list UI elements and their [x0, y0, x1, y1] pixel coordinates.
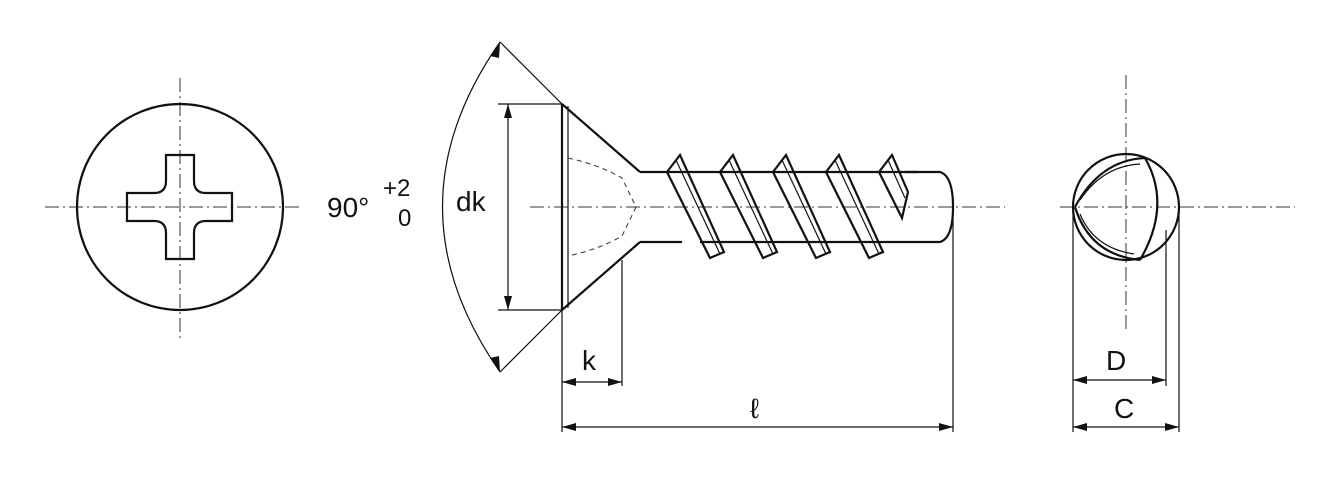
angle-dimension-arc [441, 41, 501, 373]
k-arrow-right [608, 378, 622, 386]
dk-label: dk [456, 186, 487, 217]
dk-arrow-bottom [504, 296, 512, 310]
screw-tip [905, 170, 955, 244]
tri-lobular-inner-lines [1079, 163, 1141, 255]
screw-end-view: D C [1060, 75, 1295, 432]
head-top-view [45, 78, 300, 338]
recess-hidden-line [567, 157, 637, 257]
d-arrow-left [1073, 376, 1087, 384]
k-label: k [582, 345, 597, 376]
screw-side-view: dk k ℓ [441, 41, 1005, 432]
length-arrow-left [562, 423, 576, 431]
c-arrow-left [1073, 423, 1087, 431]
length-label: ℓ [750, 393, 759, 424]
angle-tolerance-lower: 0 [398, 205, 411, 232]
head-outline-circle [75, 102, 285, 312]
length-arrow-right [939, 423, 953, 431]
angle-arrow-lower [490, 356, 500, 372]
angle-tolerance-upper: +2 [383, 175, 410, 202]
tri-lobular-tip-outline [1073, 156, 1159, 262]
c-label: C [1114, 393, 1134, 424]
angle-extension-upper [499, 41, 563, 105]
c-arrow-right [1165, 423, 1179, 431]
angle-label: 90° [327, 192, 369, 223]
thread-crests [665, 152, 910, 260]
head-cone-lower [561, 241, 641, 311]
thread-outer-circle [1071, 152, 1181, 262]
phillips-cross-recess-icon [125, 153, 234, 261]
head-cone-upper [561, 103, 641, 173]
k-arrow-left [562, 378, 576, 386]
angle-extension-lower [499, 309, 563, 373]
d-arrow-right [1152, 376, 1166, 384]
dk-arrow-top [504, 104, 512, 118]
d-label: D [1106, 345, 1126, 376]
angle-arrow-upper [490, 42, 500, 58]
